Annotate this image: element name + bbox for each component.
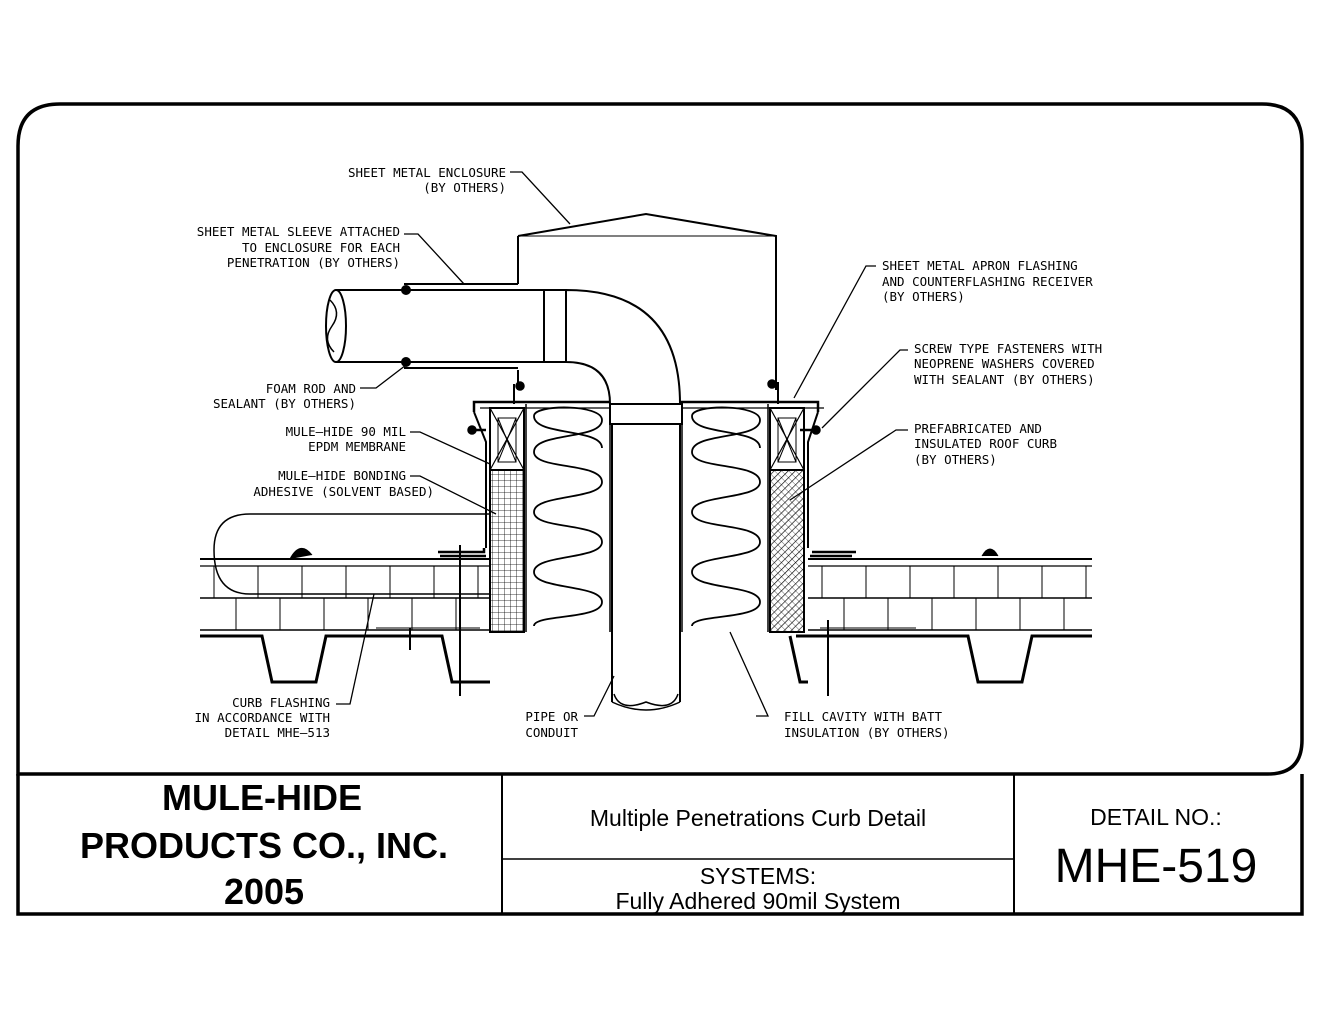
insulated-roof-curb bbox=[467, 379, 824, 633]
callout-sleeve-line-3: PENETRATION (BY OTHERS) bbox=[227, 255, 400, 270]
company-name-line-2: PRODUCTS CO., INC. bbox=[80, 825, 448, 866]
drawing-title: Multiple Penetrations Curb Detail bbox=[590, 805, 926, 831]
callout-adhesive-line-1: MULE–HIDE BONDING bbox=[278, 468, 406, 483]
callout-foam-rod-line-2: SEALANT (BY OTHERS) bbox=[213, 396, 356, 411]
callout-curb-line-2: INSULATED ROOF CURB bbox=[914, 436, 1057, 451]
callout-fill-cavity-line-1: FILL CAVITY WITH BATT bbox=[784, 709, 943, 724]
roof-assembly bbox=[200, 513, 1092, 696]
callout-sleeve-line-1: SHEET METAL SLEEVE ATTACHED bbox=[197, 224, 400, 239]
callout-foam-rod-line-1: FOAM ROD AND bbox=[266, 381, 356, 396]
detail-number: MHE-519 bbox=[1055, 840, 1258, 893]
callout-curb-flashing-line-2: IN ACCORDANCE WITH bbox=[195, 710, 330, 725]
callout-screws-line-2: NEOPRENE WASHERS COVERED bbox=[914, 356, 1095, 371]
company-name-line-1: MULE-HIDE bbox=[162, 777, 362, 818]
callout-enclosure: SHEET METAL ENCLOSURE (BY OTHERS) bbox=[348, 165, 506, 195]
callout-apron-line-1: SHEET METAL APRON FLASHING bbox=[882, 258, 1078, 273]
title-block: MULE-HIDE PRODUCTS CO., INC. 2005 Multip… bbox=[80, 777, 1257, 914]
callout-apron-line-2: AND COUNTERFLASHING RECEIVER bbox=[882, 274, 1093, 289]
company-block: MULE-HIDE PRODUCTS CO., INC. 2005 bbox=[80, 777, 448, 912]
systems-value: Fully Adhered 90mil System bbox=[615, 888, 900, 914]
leader-lines bbox=[336, 171, 908, 717]
sheet-metal-enclosure bbox=[517, 212, 777, 390]
pipe-or-conduit bbox=[325, 283, 683, 711]
callout-pipe-line-2: CONDUIT bbox=[525, 725, 578, 740]
drawing-border bbox=[16, 102, 1304, 916]
callout-fill-cavity-line-2: INSULATION (BY OTHERS) bbox=[784, 725, 950, 740]
callout-apron: SHEET METAL APRON FLASHING AND COUNTERFL… bbox=[882, 258, 1093, 304]
callout-curb-flashing-line-1: CURB FLASHING bbox=[232, 695, 330, 710]
callout-apron-line-3: (BY OTHERS) bbox=[882, 289, 965, 304]
callout-enclosure-line-2: (BY OTHERS) bbox=[423, 180, 506, 195]
callout-curb: PREFABRICATED AND INSULATED ROOF CURB (B… bbox=[914, 421, 1057, 467]
callout-screws: SCREW TYPE FASTENERS WITH NEOPRENE WASHE… bbox=[914, 341, 1102, 387]
systems-label: SYSTEMS: bbox=[700, 863, 816, 889]
callout-foam-rod: FOAM ROD AND SEALANT (BY OTHERS) bbox=[213, 381, 356, 411]
detail-number-label: DETAIL NO.: bbox=[1090, 804, 1222, 830]
batt-insulation bbox=[533, 406, 761, 627]
callout-membrane-line-1: MULE–HIDE 90 MIL bbox=[286, 424, 406, 439]
callout-curb-line-3: (BY OTHERS) bbox=[914, 452, 997, 467]
callout-screws-line-3: WITH SEALANT (BY OTHERS) bbox=[914, 372, 1095, 387]
callout-membrane: MULE–HIDE 90 MIL EPDM MEMBRANE bbox=[286, 424, 406, 454]
callout-adhesive-line-2: ADHESIVE (SOLVENT BASED) bbox=[253, 484, 434, 499]
callout-membrane-line-2: EPDM MEMBRANE bbox=[308, 439, 406, 454]
callout-curb-flashing-line-3: DETAIL MHE–513 bbox=[225, 725, 330, 740]
callout-screws-line-1: SCREW TYPE FASTENERS WITH bbox=[914, 341, 1102, 356]
callout-fill-cavity: FILL CAVITY WITH BATT INSULATION (BY OTH… bbox=[784, 709, 950, 740]
callout-enclosure-line-1: SHEET METAL ENCLOSURE bbox=[348, 165, 506, 180]
callout-adhesive: MULE–HIDE BONDING ADHESIVE (SOLVENT BASE… bbox=[253, 468, 434, 499]
callout-sleeve-line-2: TO ENCLOSURE FOR EACH bbox=[242, 240, 400, 255]
callout-pipe: PIPE OR CONDUIT bbox=[525, 709, 578, 740]
callout-sleeve: SHEET METAL SLEEVE ATTACHED TO ENCLOSURE… bbox=[197, 224, 400, 270]
company-year: 2005 bbox=[224, 871, 304, 912]
callout-curb-flashing: CURB FLASHING IN ACCORDANCE WITH DETAIL … bbox=[195, 695, 330, 740]
callout-pipe-line-1: PIPE OR bbox=[525, 709, 578, 724]
callout-curb-line-1: PREFABRICATED AND bbox=[914, 421, 1042, 436]
